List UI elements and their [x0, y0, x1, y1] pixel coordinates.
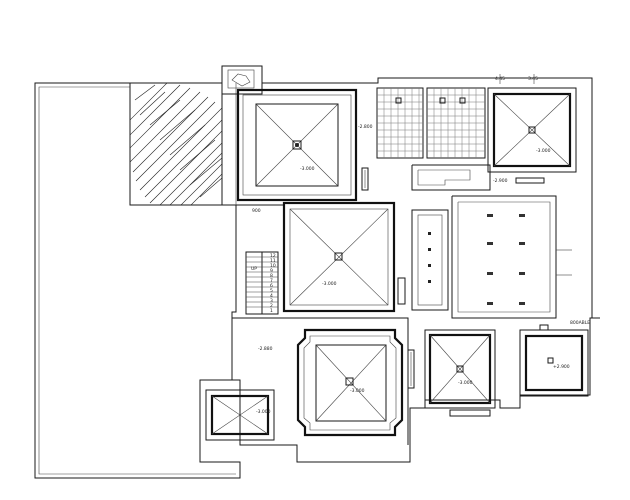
beam-c-label: -2.880: [258, 346, 273, 352]
stair-step-12: 12: [270, 253, 276, 259]
roof-b-label: 3.45: [528, 76, 538, 82]
room-e-label: -3.000: [350, 388, 365, 394]
stair-step-11: 11: [270, 258, 276, 264]
room-f-ceiling: -3.000: [205, 389, 275, 441]
room-c-label: -3.000: [322, 281, 337, 287]
corridor-beam: -2.900: [411, 164, 545, 191]
room-e-ceiling: -3.000 -2.880: [232, 317, 415, 445]
stair-step-3: 3: [270, 298, 273, 304]
room-c-ceiling: -3.000: [282, 201, 406, 313]
stair-step-10: 10: [270, 263, 276, 269]
room-g-ceiling: -3.000: [424, 329, 496, 417]
room-f-label: -3.000: [256, 409, 271, 415]
beam-b-label: -2.900: [493, 178, 508, 184]
right-edge-label: 800ABLE: [570, 320, 590, 326]
stair-step-5: 5: [270, 288, 273, 294]
stair-step-2: 2: [270, 303, 273, 309]
room-b-ceiling: -3.000 4.45 3.45: [487, 74, 577, 173]
room-h-ceiling: +2.900: [519, 324, 589, 397]
terrace-outline: [34, 82, 241, 479]
stair-step-9: 9: [270, 268, 273, 274]
staircase: 12 11 10 9 8 7 6 5 4 3 2 1 UP: [245, 251, 279, 315]
stair-step-8: 8: [270, 273, 273, 279]
beam-a-label: -2.800: [358, 124, 373, 130]
building-envelope: [221, 65, 600, 463]
stair-step-6: 6: [270, 283, 273, 289]
room-g-label: -3.000: [458, 380, 473, 386]
hatched-roof-area: [129, 82, 223, 206]
stair-step-7: 7: [270, 278, 273, 284]
room-a-ceiling: -3.000 -2.800: [236, 88, 373, 202]
room-a-label: -3.000: [300, 166, 315, 172]
skylight-box: [221, 65, 263, 95]
vertical-strip: [411, 209, 449, 311]
stair-step-4: 4: [270, 293, 273, 299]
stair-up-label: UP: [251, 266, 257, 272]
corridor-section: 900: [236, 204, 285, 214]
tiled-ceiling-rooms: [376, 87, 486, 159]
stair-step-1: 1: [270, 308, 273, 314]
room-h-label: +2.900: [553, 364, 570, 370]
room-d-ceiling: 800ABLE: [451, 195, 590, 326]
corridor-label: 900: [252, 208, 261, 214]
room-b-label: -3.000: [536, 148, 551, 154]
